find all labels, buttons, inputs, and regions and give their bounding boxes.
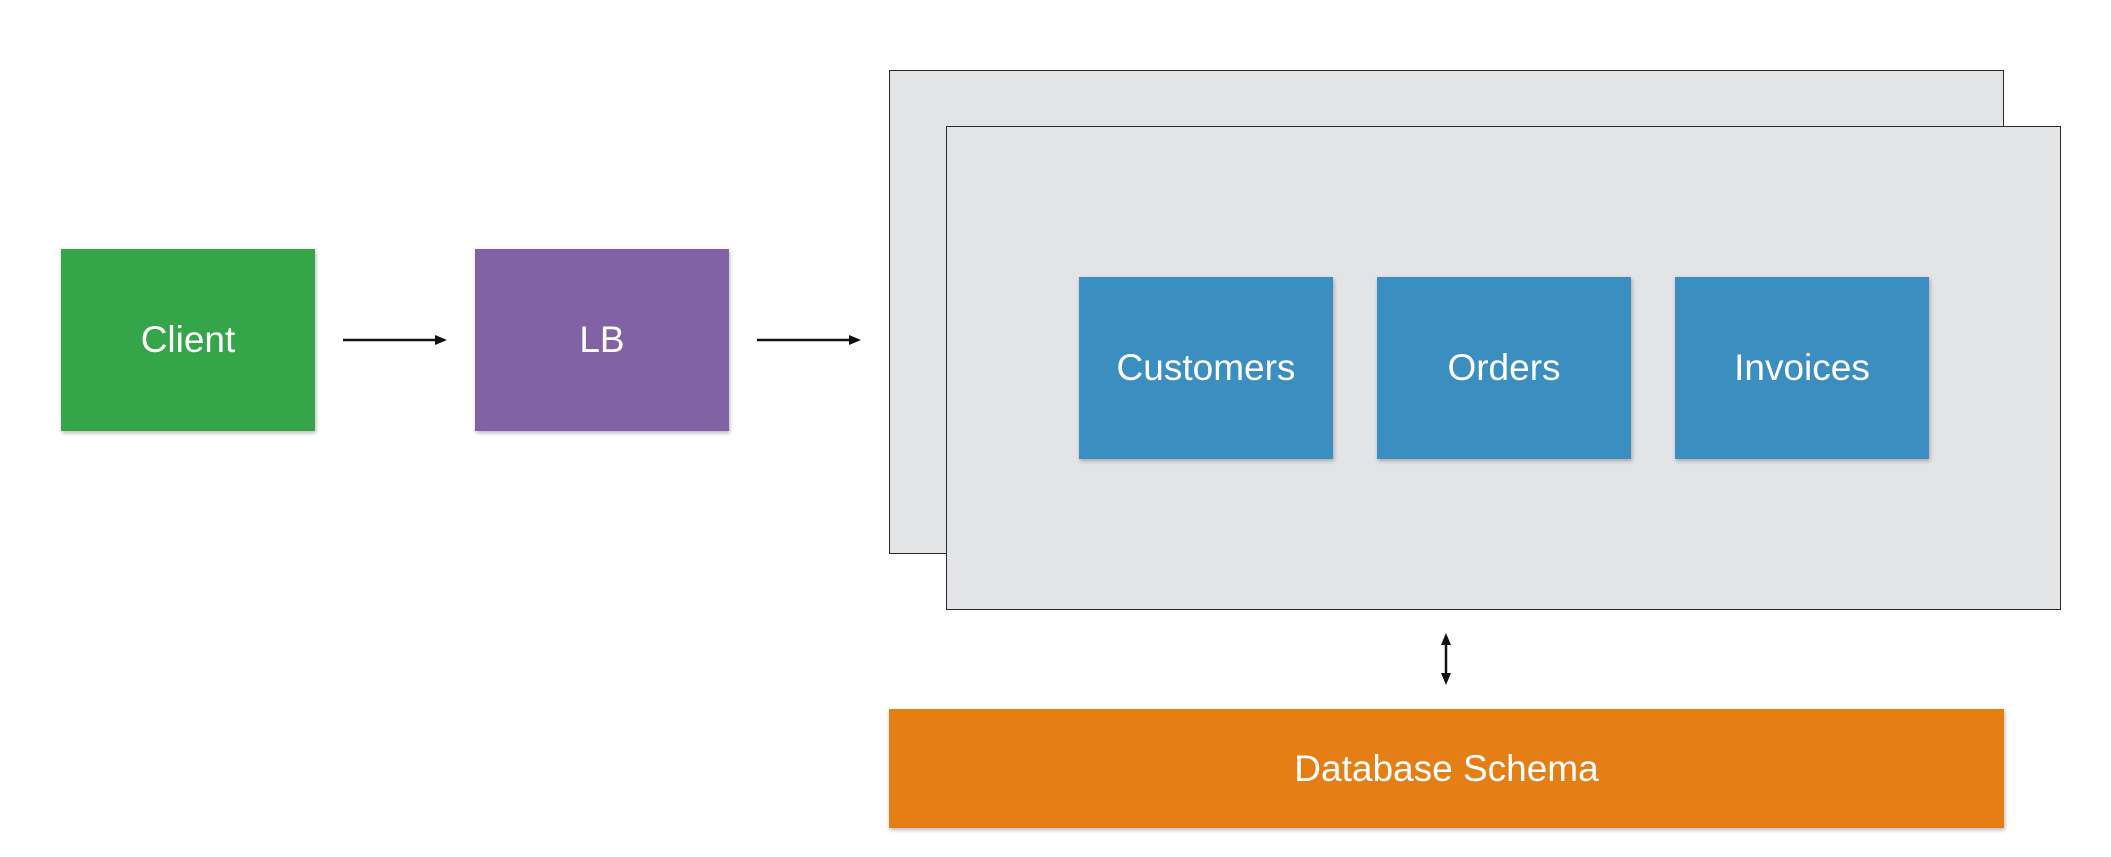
arrow-right-icon (343, 335, 447, 345)
client-label: Client (140, 319, 236, 360)
orders-label: Orders (1447, 347, 1561, 388)
invoices-service-node: Invoices (1675, 277, 1929, 459)
database-label: Database Schema (1294, 747, 1599, 789)
customers-service-node: Customers (1079, 277, 1333, 459)
arrow-right-icon (757, 335, 861, 345)
orders-service-node: Orders (1377, 277, 1631, 459)
database-schema-node: Database Schema (889, 709, 2004, 828)
customers-label: Customers (1116, 347, 1296, 388)
invoices-label: Invoices (1734, 347, 1870, 388)
client-node: Client (61, 249, 315, 431)
load-balancer-node: LB (475, 249, 729, 431)
lb-label: LB (579, 319, 625, 360)
arrow-up-down-icon (1441, 633, 1451, 685)
